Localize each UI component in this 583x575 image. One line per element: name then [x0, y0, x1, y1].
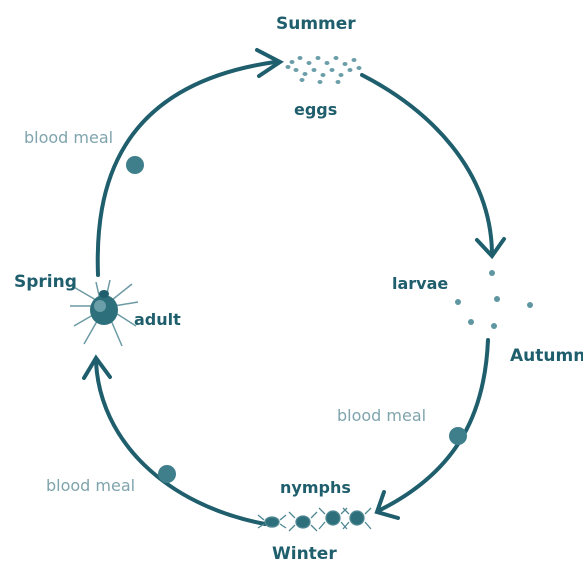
blood-meal-label-lower-left: blood meal	[46, 476, 135, 495]
season-label-autumn: Autumn	[510, 346, 583, 366]
season-label-spring: Spring	[14, 272, 77, 292]
larva-icon	[455, 299, 461, 305]
blood-meal-dot-icon	[449, 427, 467, 445]
season-label-summer: Summer	[276, 14, 356, 34]
stage-label-adult: adult	[134, 310, 181, 329]
adult-tick-icon	[70, 280, 138, 346]
larva-icon	[491, 323, 497, 329]
larva-icon	[489, 270, 495, 276]
nymphs-group	[258, 508, 371, 531]
larvae-group	[455, 270, 533, 329]
larva-icon	[527, 302, 533, 308]
blood-meal-label-lower-right: blood meal	[337, 406, 426, 425]
arc-winter-to-adult	[96, 362, 265, 524]
stage-label-nymphs: nymphs	[280, 478, 351, 497]
nymph-icon	[343, 508, 371, 529]
arc-spring-to-summer	[98, 62, 275, 275]
arc-autumn-to-nymphs	[380, 340, 488, 510]
blood-meal-label-upper-left: blood meal	[24, 128, 113, 147]
blood-meal-dot-icon	[126, 156, 144, 174]
egg-cluster-icon	[286, 56, 362, 84]
season-label-winter: Winter	[272, 544, 337, 564]
stage-label-larvae: larvae	[392, 274, 448, 293]
stage-label-eggs: eggs	[294, 100, 337, 119]
arc-eggs-to-larvae	[362, 75, 492, 252]
larva-icon	[468, 319, 474, 325]
blood-meal-dot-icon	[158, 465, 176, 483]
larva-icon	[494, 296, 500, 302]
nymph-icon	[289, 512, 317, 531]
nymph-icon	[319, 508, 347, 529]
